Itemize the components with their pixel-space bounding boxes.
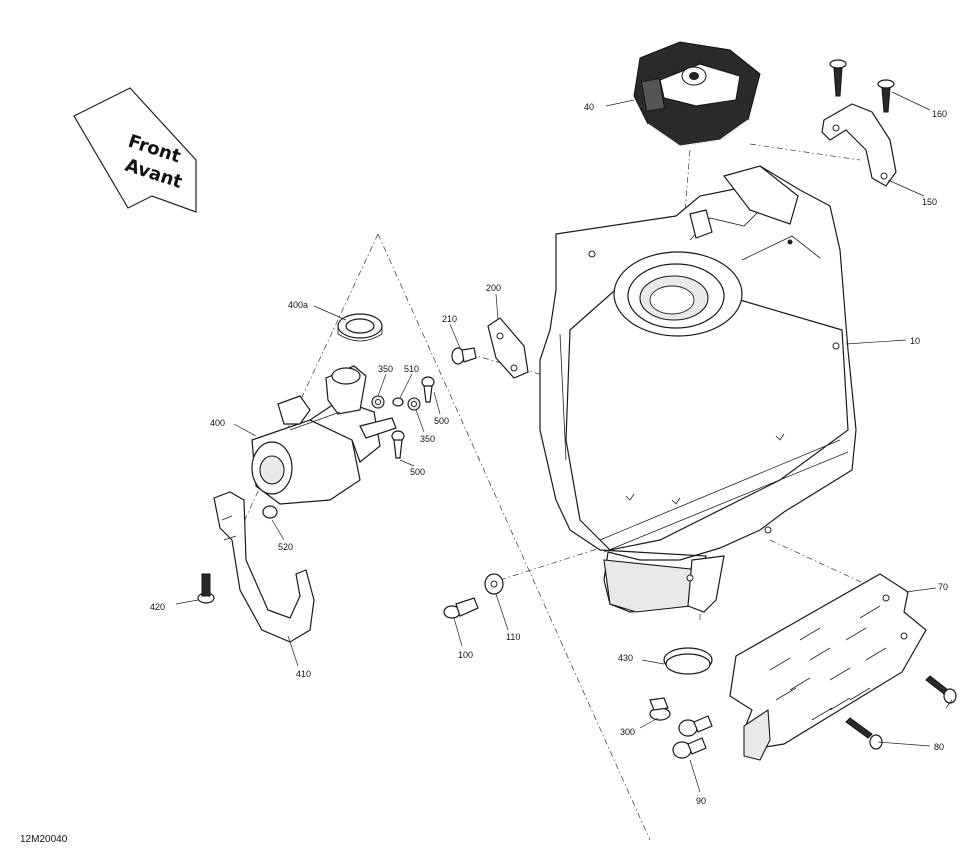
- nut-350b: [407, 397, 421, 411]
- nut-520: [262, 505, 278, 519]
- callout-110: 110: [506, 632, 520, 642]
- screw-80a: [925, 675, 957, 704]
- bolt-90a: [678, 715, 713, 737]
- callout-400: 400: [210, 418, 225, 428]
- hose-clamp-430: [663, 647, 713, 675]
- callout-80: 80: [934, 742, 944, 752]
- callout-labels: 10 40 70 80 90 100 110 150 160 200 210 3…: [150, 102, 948, 806]
- bolt-500b: [391, 430, 405, 459]
- screw-80b: [845, 717, 883, 750]
- callout-200: 200: [486, 283, 501, 293]
- diagram-reference-id: 12M20040: [20, 834, 68, 845]
- callout-500-top: 500: [434, 416, 449, 426]
- washer-510: [392, 397, 404, 407]
- callout-70: 70: [938, 582, 948, 592]
- callout-40: 40: [584, 102, 594, 112]
- bolt-100: [443, 597, 479, 619]
- hose-clip-300: [649, 697, 671, 721]
- bolt-90b: [672, 737, 707, 759]
- callout-520: 520: [278, 542, 293, 552]
- nut-350a: [371, 395, 385, 409]
- fuel-cap: [633, 41, 761, 147]
- callout-350-bottom: 350: [420, 434, 435, 444]
- callout-510: 510: [404, 364, 419, 374]
- bolt-210: [451, 347, 477, 365]
- fuel-tank: [539, 165, 857, 613]
- pump-strap: [213, 491, 315, 643]
- callout-430: 430: [618, 653, 633, 663]
- callout-90: 90: [696, 796, 706, 806]
- callout-160: 160: [932, 109, 947, 119]
- callout-300: 300: [620, 727, 635, 737]
- callout-410: 410: [296, 669, 311, 679]
- callout-100: 100: [458, 650, 473, 660]
- strap-bracket: [821, 103, 897, 187]
- fuel-pump: [251, 365, 397, 505]
- callout-400a: 400a: [288, 300, 308, 310]
- leader-lines: [175, 91, 953, 793]
- callout-150: 150: [922, 197, 937, 207]
- callout-210: 210: [442, 314, 457, 324]
- callout-500-bottom: 500: [410, 467, 425, 477]
- screw-160a: [829, 59, 847, 97]
- pump-o-ring: [337, 313, 383, 342]
- screw-420: [197, 573, 215, 604]
- screw-160b: [877, 79, 895, 113]
- callout-10: 10: [910, 336, 920, 346]
- washer-110: [484, 573, 504, 595]
- shield-slots: [769, 605, 887, 721]
- mounting-bracket-200: [487, 317, 529, 379]
- callout-420: 420: [150, 602, 165, 612]
- front-direction-flag: Front Avant: [73, 87, 197, 213]
- heat-shield: [729, 573, 927, 761]
- bolt-500a: [421, 376, 435, 403]
- callout-350-top: 350: [378, 364, 393, 374]
